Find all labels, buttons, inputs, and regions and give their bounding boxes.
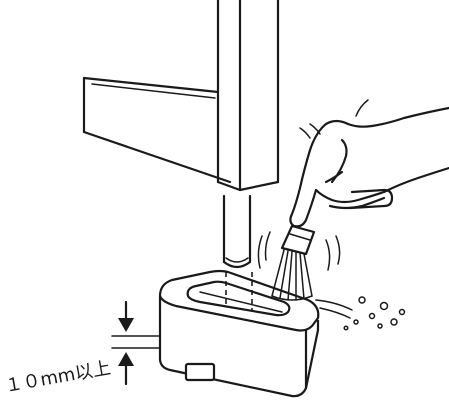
cabinet-bottom-edge [82, 130, 232, 184]
bristle-3 [287, 251, 293, 301]
brush-ferrule [280, 224, 316, 256]
dust-stream-2 [319, 307, 351, 319]
bristle-6 [303, 253, 313, 297]
dust-particle [353, 319, 359, 325]
receptacle-tab [184, 362, 216, 382]
leg-foot [222, 260, 252, 269]
brush-motion-left [257, 235, 263, 269]
motion-mark-2 [309, 123, 321, 135]
dust-particle [390, 318, 398, 326]
bristle-1 [271, 249, 285, 297]
receptacle-inner-wall [199, 291, 283, 313]
brush-motion-right-2 [335, 235, 341, 265]
cabinet-body [82, 0, 280, 192]
thumb-lower [328, 196, 386, 210]
dust-particle [377, 323, 383, 329]
brush-ferrule-band [289, 233, 311, 241]
receptacle-rim [158, 269, 320, 332]
dust-particle [368, 312, 376, 320]
receptacle-front [158, 296, 320, 398]
hand [289, 99, 449, 228]
cabinet-leg [222, 194, 252, 269]
dust-particle [398, 308, 406, 316]
dust-stream-1 [315, 299, 353, 311]
motion-mark-1 [299, 127, 311, 139]
finger-outline [330, 138, 348, 184]
arrow-up-icon [118, 352, 134, 366]
brush-motion-right [325, 239, 331, 271]
index-finger [289, 119, 350, 228]
hand-back-line [346, 106, 449, 128]
wrist-lower [382, 166, 449, 194]
dust-particles [315, 296, 406, 331]
leg-foot-ring [225, 257, 249, 263]
arrow-down-icon [118, 318, 134, 332]
brush-handle [348, 188, 394, 210]
corner-post-bottom [216, 180, 280, 192]
dust-particle [379, 301, 389, 311]
cabinet-top-edge [82, 76, 220, 94]
dimension-indicator: １０mm以上 [3, 300, 161, 397]
dimension-label: １０mm以上 [3, 358, 112, 397]
bristle-5 [299, 252, 305, 300]
bristle-tips [271, 295, 313, 301]
leg-receptacle [158, 269, 320, 398]
bristle-2 [279, 250, 289, 299]
dust-particle [358, 296, 366, 304]
brush [257, 188, 394, 301]
receptacle-opening [186, 280, 291, 317]
motion-mark-3 [355, 99, 369, 117]
cabinet-panel-line [91, 83, 216, 99]
thumb-underside [314, 188, 386, 204]
dust-particle [343, 325, 349, 331]
knuckle-line [324, 170, 344, 184]
brush-motion-left-2 [264, 231, 271, 261]
